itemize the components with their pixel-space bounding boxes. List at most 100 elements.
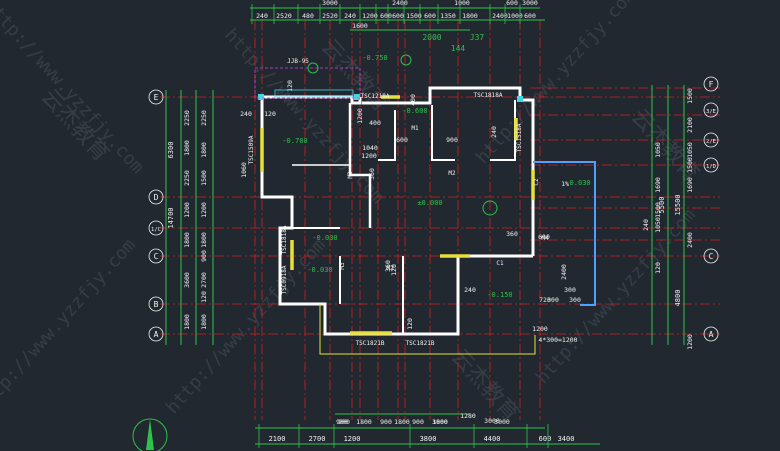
door-tag: M4 xyxy=(541,235,549,242)
dim-label-room: 400 xyxy=(409,94,417,106)
dim-label-left: 120 xyxy=(200,291,208,303)
grid-bubble-label: C xyxy=(154,252,159,261)
dim-label-top: 240 xyxy=(256,12,268,20)
dim-label-top: 1000 xyxy=(454,0,470,7)
grid-bubble-label: D xyxy=(154,193,159,202)
dim-label-room: 360 xyxy=(384,260,392,272)
level-mark: -0.600 xyxy=(402,107,427,115)
door-tag: M2 xyxy=(448,170,456,177)
dim-label-top: 3000 xyxy=(322,0,338,7)
grid-bubble-icon xyxy=(148,296,164,312)
wall-west xyxy=(260,97,398,336)
dim-label-top: 2400 xyxy=(392,0,408,7)
window-tag: TSC1818A xyxy=(281,225,288,254)
dim-label-right: 1500 xyxy=(654,202,662,218)
dim-label-room: 300 xyxy=(547,296,559,304)
dim-label-room: 600 xyxy=(538,233,550,241)
dim-label-room: 4*300=1200 xyxy=(538,336,577,344)
north-arrow-icon xyxy=(132,418,168,451)
grid-bubble-label: E xyxy=(154,93,159,102)
grid-bubble-icon xyxy=(148,248,164,264)
dim-label-left: 2250 xyxy=(183,110,191,126)
detail-circle xyxy=(400,54,412,66)
dim-label-right: 2400 xyxy=(686,232,694,248)
dim-label-top: 600 xyxy=(380,12,392,20)
dim-label-top: 1800 xyxy=(462,12,478,20)
dim-label-left: 1800 xyxy=(183,314,191,330)
door-tag: M2 xyxy=(386,265,394,272)
dim-label-right: 15500 xyxy=(674,194,682,215)
dim-label-room: 2400 xyxy=(560,264,568,280)
dim-label-left: 2250 xyxy=(200,110,208,126)
wall-bed xyxy=(431,105,455,161)
dim-label-bottom: 900 xyxy=(412,418,424,426)
wall-living-west xyxy=(348,103,372,228)
dim-label-room: 400 xyxy=(369,119,381,127)
wall-south xyxy=(398,254,533,336)
door-tag: M1 xyxy=(411,125,419,132)
door-tag: C1 xyxy=(496,260,504,267)
watermark-url: http://www.yzzfjy.com xyxy=(472,0,640,168)
dim-label-room: 720 xyxy=(539,296,551,304)
dim-label-left: 1500 xyxy=(200,170,208,186)
dim-label-room: 1200 xyxy=(532,325,548,333)
dim-label-room: 300 xyxy=(569,296,581,304)
terrace-outline xyxy=(319,304,536,355)
level-mark: -0.700 xyxy=(282,137,307,145)
window-tag: TSC1821B xyxy=(356,340,385,347)
dim-label-top: 240 xyxy=(344,12,356,20)
dim-label-right: 1050 xyxy=(654,142,662,158)
dim-label-room: 1200 xyxy=(356,108,364,124)
grid-bubble-icon xyxy=(703,132,719,148)
watermark-url: http://www.yzzfjy.com xyxy=(0,235,140,418)
dim-label-right: 120 xyxy=(654,262,662,274)
axis-grid xyxy=(160,20,720,420)
dim-label-room: 300 xyxy=(564,286,576,294)
dim-label-bottom: 1800 xyxy=(394,418,410,426)
dim-label-right: 1200 xyxy=(686,334,694,350)
dim-label-top: 600 xyxy=(524,12,536,20)
dim-label-detail: 144 xyxy=(451,44,466,53)
watermark-url: http://www.yzzfjy.com xyxy=(0,0,148,178)
grid-bubble-label: 1/D xyxy=(706,164,716,170)
dim-label-room: 1% xyxy=(561,180,569,188)
window-tag: TSC1509A xyxy=(248,135,255,164)
dim-label-left: 2700 xyxy=(200,272,208,288)
column-marker xyxy=(258,94,264,100)
dim-label-top: 1000 xyxy=(507,12,523,20)
dim-label-left: 14700 xyxy=(167,207,175,228)
dim-label-bottom: 4400 xyxy=(484,435,501,443)
grid-bubble-label: F xyxy=(709,80,714,89)
terrace-edge xyxy=(533,161,596,306)
dim-label-room: 120 xyxy=(390,264,398,276)
dim-label-room: 1200 xyxy=(361,152,377,160)
grid-bubble-label: 3/E xyxy=(706,109,716,115)
door-tag: M3 xyxy=(339,262,346,270)
grid-bubble-icon xyxy=(148,326,164,342)
dim-label-top: 600 xyxy=(392,12,404,20)
dim-label-top: 600 xyxy=(506,0,518,7)
dim-label-left: 900 xyxy=(200,250,208,262)
dim-label-room: 240 xyxy=(490,126,498,138)
dim-label-right: 1690 xyxy=(686,177,694,193)
window-tag: TSC1821B xyxy=(406,340,435,347)
dim-label-bottom: 2100 xyxy=(269,435,286,443)
canopy-inner xyxy=(274,89,354,98)
dim-label-room: 360 xyxy=(368,168,376,180)
dim-label-right: 1500 xyxy=(686,88,694,104)
detail-circle xyxy=(482,200,498,216)
dim-label-room: 900 xyxy=(446,136,458,144)
column-marker xyxy=(354,94,360,100)
level-mark: -0.030 xyxy=(307,266,332,274)
window-tag: TSC0918A xyxy=(281,265,288,294)
door-tag: M3 xyxy=(347,171,354,179)
dim-label-bottom: 600 xyxy=(539,435,552,443)
dim-label-left: 2250 xyxy=(183,170,191,186)
dim-label-right: 4800 xyxy=(674,290,682,307)
grid-bubble-icon xyxy=(703,76,719,92)
dim-label-right: 1050 xyxy=(686,142,694,158)
